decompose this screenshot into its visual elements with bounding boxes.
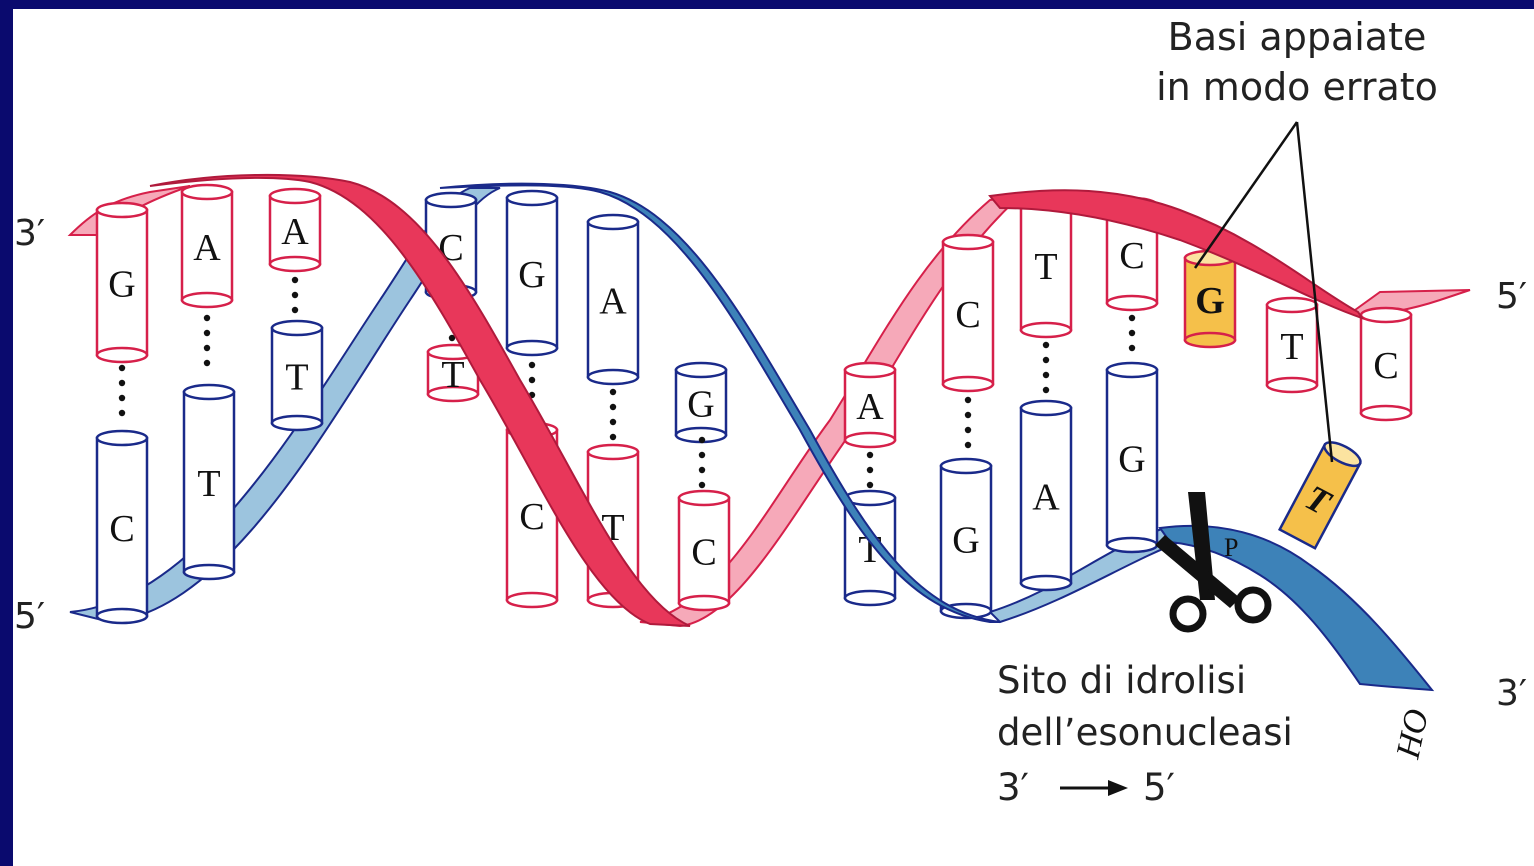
hydrolysis-label-line1: Sito di idrolisi	[997, 659, 1246, 702]
base-letter: T	[285, 357, 308, 399]
base-cylinder: G	[939, 457, 993, 620]
bond-dot	[609, 403, 617, 411]
bond-dot	[698, 436, 706, 444]
base-letter: T	[1034, 246, 1057, 288]
bond-dot	[203, 329, 211, 337]
base-cylinder: T	[1019, 191, 1073, 339]
bond-dot	[1128, 314, 1136, 322]
base-letter: A	[1032, 477, 1060, 519]
base-letter: C	[1119, 235, 1144, 277]
bond-dot	[118, 364, 126, 372]
red-strand-front	[149, 173, 1365, 627]
base-letter: G	[1118, 439, 1145, 481]
arrow-right-icon	[1060, 780, 1128, 796]
base-cylinder: A	[586, 213, 640, 386]
bond-dot	[698, 481, 706, 489]
bond-dot	[528, 376, 536, 384]
base-letter: T	[441, 354, 464, 396]
bond-dot	[118, 394, 126, 402]
base-cylinder: C	[1359, 306, 1413, 422]
bond-dot	[1042, 341, 1050, 349]
bond-dot	[291, 306, 299, 314]
base-letter: A	[599, 281, 627, 323]
strand-end-bottom-left: 5′	[14, 596, 45, 637]
base-letter: C	[519, 496, 544, 538]
hydroxyl-label: HO	[1389, 706, 1436, 763]
base-cylinder: A	[180, 183, 234, 309]
base-cylinder: A	[843, 361, 897, 449]
base-letter: C	[691, 532, 716, 574]
base-letter: A	[856, 386, 884, 428]
base-letter: G	[1195, 280, 1225, 322]
base-cylinder: A	[268, 187, 322, 273]
bond-dot	[964, 441, 972, 449]
base-letter: G	[108, 264, 135, 306]
bond-dot	[291, 276, 299, 284]
base-cylinder: G	[1105, 361, 1159, 554]
bond-dot	[866, 466, 874, 474]
base-letter: G	[518, 254, 545, 296]
bond-dot	[609, 433, 617, 441]
bond-dot	[609, 418, 617, 426]
bond-dot	[118, 379, 126, 387]
strand-end-bottom-right: 3′	[1496, 673, 1527, 714]
base-letter: G	[687, 384, 714, 426]
base-cylinder: T	[1265, 296, 1319, 394]
bond-dot	[964, 426, 972, 434]
bond-dot	[291, 291, 299, 299]
base-cylinder: C	[941, 233, 995, 393]
base-cylinder: T	[426, 343, 480, 403]
base-letter: C	[955, 294, 980, 336]
bond-dot	[203, 359, 211, 367]
bond-dot	[964, 411, 972, 419]
base-cylinder: T	[182, 383, 236, 581]
base-letter: T	[197, 463, 220, 505]
direction-to: 5′	[1143, 766, 1175, 809]
bond-dot	[118, 409, 126, 417]
base-cylinder: T	[270, 319, 324, 432]
bond-dot	[203, 344, 211, 352]
hydrolysis-label-line2: dell’esonucleasi	[997, 711, 1293, 754]
bond-dot	[1042, 386, 1050, 394]
base-letter: C	[1373, 345, 1398, 387]
strand-end-top-right: 5′	[1496, 276, 1527, 317]
strand-end-top-left: 3′	[14, 213, 45, 254]
scissors-icon	[1155, 492, 1272, 633]
bond-dot	[866, 451, 874, 459]
base-letter: A	[281, 211, 309, 253]
bond-dot	[964, 396, 972, 404]
bond-dot	[1128, 329, 1136, 337]
mismatch-pointer-lines	[1193, 121, 1334, 463]
bond-dot	[203, 314, 211, 322]
base-cylinder: C	[95, 429, 149, 625]
bond-dot	[1128, 344, 1136, 352]
mismatched-t-base: T	[1277, 441, 1362, 550]
bond-dot	[528, 361, 536, 369]
bond-dot	[866, 481, 874, 489]
base-cylinder: A	[1019, 399, 1073, 592]
phosphate-label: P	[1224, 533, 1238, 562]
base-letter: C	[109, 508, 134, 550]
bond-dot	[448, 334, 456, 342]
bond-dot	[609, 388, 617, 396]
base-cylinder: G	[505, 189, 559, 357]
base-cylinder: G	[674, 361, 728, 444]
blue-strand-front	[439, 182, 1435, 692]
bond-dot	[1042, 371, 1050, 379]
mismatch-label-line1: Basi appaiate	[1168, 15, 1427, 59]
base-letter: G	[952, 520, 979, 562]
base-letter: A	[193, 227, 221, 269]
bond-dot	[698, 451, 706, 459]
bond-dot	[1042, 356, 1050, 364]
base-letter: T	[1280, 326, 1303, 368]
mismatch-label-line2: in modo errato	[1156, 65, 1438, 109]
base-cylinder: C	[677, 489, 731, 612]
base-cylinder: G	[95, 201, 149, 364]
bond-dot	[698, 466, 706, 474]
direction-from: 3′	[997, 766, 1029, 809]
base-cylinder: G	[1183, 249, 1237, 349]
